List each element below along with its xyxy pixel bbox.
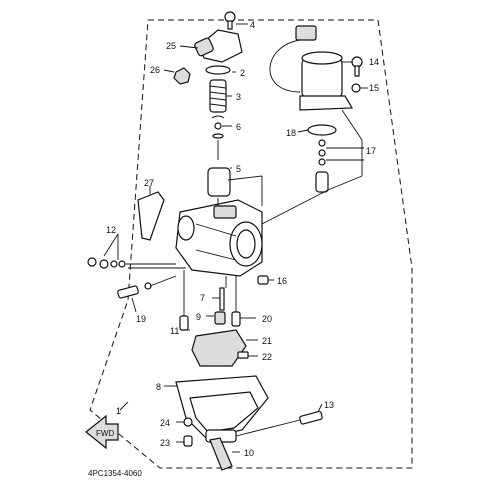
part-23-screw <box>183 435 193 447</box>
part-8-float-bowl <box>175 375 269 443</box>
callout-16: 16 <box>277 276 287 286</box>
leader-lines <box>103 23 368 453</box>
carburetor-body <box>175 199 263 277</box>
part-15-washer <box>351 83 361 93</box>
part-10-drain-hose <box>209 437 233 471</box>
part-starter-plunger <box>269 25 354 111</box>
part-2-o-ring <box>205 65 231 75</box>
assembly-boundary <box>89 19 413 469</box>
fwd-arrow-icon: FWD <box>85 414 119 450</box>
callout-3: 3 <box>236 92 241 102</box>
part-13-screw <box>299 410 323 425</box>
callout-26: 26 <box>150 65 160 75</box>
callout-4: 4 <box>250 20 255 30</box>
part-12-screws <box>87 257 126 269</box>
part-18-o-ring <box>307 124 337 136</box>
part-5-throttle-valve <box>207 167 231 197</box>
part-24-washer <box>183 417 193 427</box>
callout-19: 19 <box>136 314 146 324</box>
callout-12: 12 <box>106 225 116 235</box>
svg-text:FWD: FWD <box>96 429 114 438</box>
part-11-screw <box>179 296 189 331</box>
part-17-parts <box>315 139 329 193</box>
part-9-jet <box>214 311 226 325</box>
callout-14: 14 <box>369 57 379 67</box>
part-4-screw <box>224 11 236 30</box>
callout-15: 15 <box>369 83 379 93</box>
part-6-needle <box>211 115 225 160</box>
callout-13: 13 <box>324 400 334 410</box>
part-27-hose <box>137 191 165 241</box>
callout-22: 22 <box>262 352 272 362</box>
part-26-nut <box>173 67 191 85</box>
callout-6: 6 <box>236 122 241 132</box>
callout-20: 20 <box>262 314 272 324</box>
callout-17: 17 <box>366 146 376 156</box>
callout-9: 9 <box>196 312 201 322</box>
callout-24: 24 <box>160 418 170 428</box>
callout-1: 1 <box>116 406 121 416</box>
callout-27: 27 <box>144 178 154 188</box>
part-3-spring <box>209 79 227 113</box>
part-16-plug <box>257 275 269 285</box>
part-22-pin <box>237 351 249 359</box>
callout-2: 2 <box>240 68 245 78</box>
callout-25: 25 <box>166 41 176 51</box>
part-20-screw <box>231 311 241 327</box>
callout-10: 10 <box>244 448 254 458</box>
callout-23: 23 <box>160 438 170 448</box>
callout-8: 8 <box>156 382 161 392</box>
diagram-code: 4PC1354-4060 <box>88 469 142 478</box>
callout-11: 11 <box>170 326 179 336</box>
callout-18: 18 <box>286 128 296 138</box>
callout-5: 5 <box>236 164 241 174</box>
callout-7: 7 <box>200 293 205 303</box>
part-25-top-cap <box>194 29 243 63</box>
part-21-float <box>191 329 247 367</box>
part-7-jet <box>219 287 225 311</box>
callout-labels: 4 25 26 2 3 6 5 27 14 15 18 17 12 19 16 … <box>106 20 379 458</box>
callout-21: 21 <box>262 336 272 346</box>
part-14-screw <box>351 56 363 77</box>
part-19-screw <box>117 282 152 299</box>
